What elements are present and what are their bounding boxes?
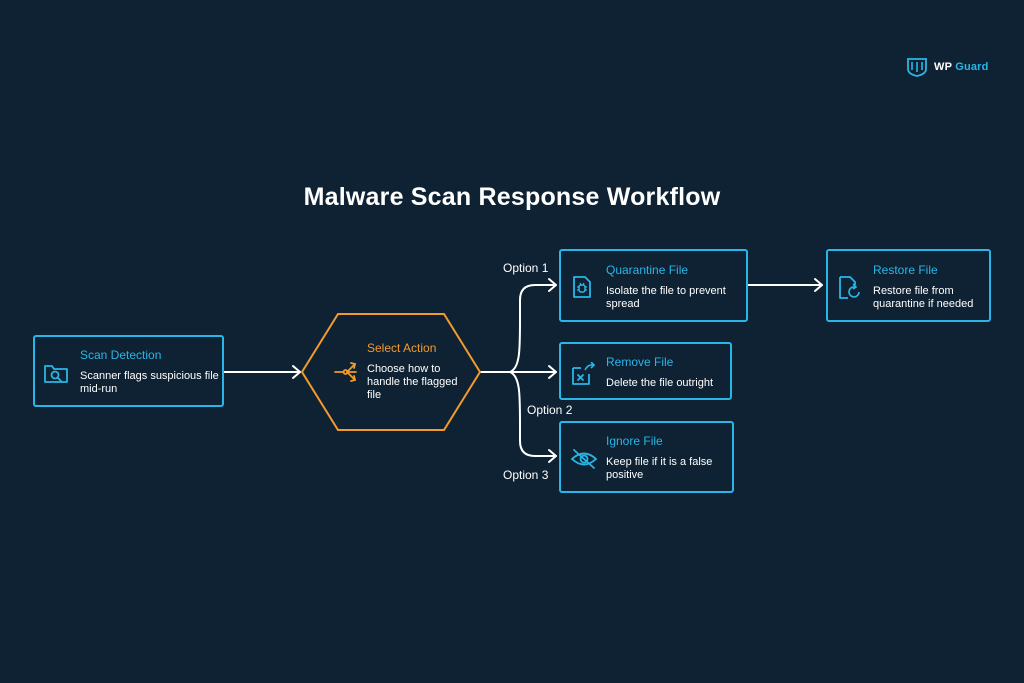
bug-file-icon [573,276,591,298]
node-description: Restore file from quarantine if needed [873,285,974,310]
node-restore-file: Restore File Restore file from quarantin… [826,249,991,322]
node-ignore-file: Ignore File Keep file if it is a false p… [559,421,734,493]
node-title: Remove File [606,355,674,369]
node-title: Restore File [873,263,938,277]
brand-logo: WP Guard [906,56,989,78]
node-description: Scanner flags suspicious file mid-run [80,370,219,395]
node-quarantine-file: Quarantine File Isolate the file to prev… [559,249,748,322]
option-3-label: Option 3 [503,468,549,482]
arrow-to-ignore [509,371,557,457]
node-description: Keep file if it is a false positive [606,456,713,481]
shield-logo-icon [907,58,927,77]
node-title: Scan Detection [80,348,162,362]
node-scan-detection: Scan Detection Scanner flags suspicious … [33,335,224,407]
eye-off-icon [570,449,598,469]
node-title-select-action: Select Action [367,341,437,355]
node-title: Quarantine File [606,263,689,277]
node-description: Delete the file outright [606,377,714,389]
select-action-hexagon [300,313,482,431]
arrow-to-quarantine [509,284,557,373]
branch-icon [334,362,357,382]
folder-search-icon [44,365,68,383]
option-2-label: Option 2 [527,403,573,417]
node-description-select-action: Choose how to handle the flagged file [367,363,458,401]
node-remove-file: Remove File Delete the file outright [559,342,732,400]
node-description: Isolate the file to prevent spread [606,285,726,310]
node-title: Ignore File [606,434,663,448]
restore-file-icon [839,276,860,299]
brand-name: WP Guard [934,61,989,73]
diagram-title: Malware Scan Response Workflow [303,183,721,211]
option-1-label: Option 1 [503,261,549,275]
delete-file-icon [572,362,596,385]
